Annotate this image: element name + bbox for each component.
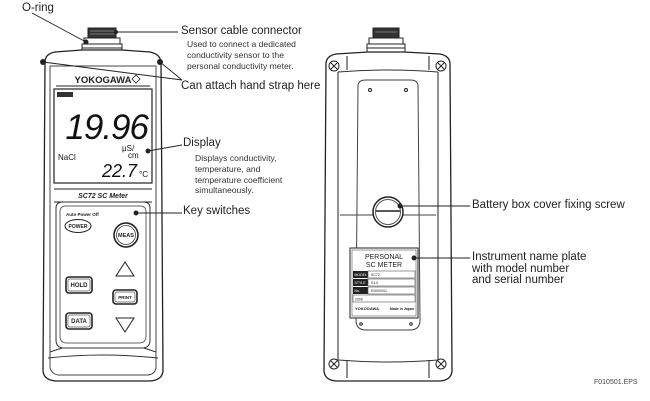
auto-power-off-label: Auto Power Off: [66, 212, 99, 217]
o-ring-label: O-ring: [22, 2, 54, 14]
desc-line: conductivity sensor to the: [187, 49, 284, 60]
svg-text:POWER: POWER: [69, 224, 88, 230]
desc-line: Used to connect a dedicated: [187, 39, 296, 49]
nameplate-row: No. E0000001: [353, 286, 416, 295]
key-switches-label: Key switches: [183, 205, 251, 217]
meas-key[interactable]: MEAS: [113, 222, 139, 248]
label-line: with model number: [472, 262, 570, 275]
hold-key[interactable]: HOLD: [65, 276, 93, 294]
battery-screw-label: Battery box cover fixing screw: [472, 199, 625, 211]
svg-text:PRINT: PRINT: [118, 295, 132, 300]
svg-text:HOLD: HOLD: [71, 283, 89, 289]
svg-text:DATA: DATA: [71, 319, 87, 325]
leader-lines: [31, 12, 470, 261]
sensor-connector-label: Sensor cable connector: [181, 25, 302, 37]
svg-text:MEAS: MEAS: [118, 233, 134, 239]
corner-screw-icon: [328, 60, 340, 72]
sensor-connector-desc: Used to connect a dedicated conductivity…: [187, 39, 296, 71]
nameplate-brand: YOKOGAWA: [355, 306, 379, 311]
name-plate-label: Instrument name plate with model number …: [472, 251, 587, 287]
nameplate-row-value: SC72: [371, 273, 380, 277]
nameplate-row: STYLE S1.0: [353, 278, 416, 287]
nameplate-row-key: STYLE: [355, 281, 367, 285]
label-line: and serial number: [472, 274, 565, 286]
display-label: Display: [183, 137, 221, 149]
figure-id: F010501.EPS: [594, 379, 638, 386]
hand-strap-label: Can attach hand strap here: [181, 80, 321, 92]
front-meter: YOKOGAWA 19.96 μS/ cm NaCl 22.7 °C SC72 …: [40, 27, 164, 382]
print-key[interactable]: PRINT: [112, 289, 138, 305]
display-desc: Displays conductivity, temperature, and …: [195, 153, 282, 196]
nameplate-row-key: MODEL: [355, 273, 368, 277]
lcd-unit-top: μS/: [122, 144, 135, 153]
desc-line: temperature coefficient: [195, 174, 283, 185]
lcd-unit-bottom: cm: [128, 151, 139, 160]
battery-indicator-icon: [57, 92, 73, 97]
lcd-solution-label: NaCl: [58, 153, 76, 162]
lcd-main-value: 19.96: [65, 108, 149, 147]
battery-cover-screw-icon: [372, 196, 404, 228]
brand-diamond-icon: [131, 74, 141, 84]
model-strip: SC72 SC Meter: [78, 193, 129, 200]
up-arrow-key[interactable]: [115, 261, 135, 277]
desc-line: simultaneously.: [195, 185, 254, 196]
corner-screw-icon: [435, 60, 447, 72]
desc-line: personal conductivity meter.: [187, 60, 294, 71]
desc-line: temperature, and: [195, 163, 261, 174]
corner-screw-icon: [435, 358, 447, 370]
sensor-cable-connector: [81, 27, 123, 53]
nameplate-row-value: E0000001: [371, 289, 387, 293]
corner-screw-icon: [328, 358, 340, 370]
power-key[interactable]: POWER: [64, 219, 92, 233]
nameplate-year: 2006: [355, 298, 363, 302]
lcd-temperature: 22.7: [101, 161, 138, 181]
lcd-display: [53, 88, 153, 184]
nameplate-row-value: S1.0: [371, 281, 378, 285]
lcd-temp-unit: °C: [139, 170, 148, 179]
down-arrow-key[interactable]: [115, 317, 135, 333]
nameplate-row-key: No.: [355, 289, 360, 293]
nameplate-title-1: PERSONAL: [365, 254, 403, 261]
front-brand-logo: YOKOGAWA: [74, 75, 131, 86]
data-key[interactable]: DATA: [65, 312, 93, 330]
desc-line: Displays conductivity,: [195, 153, 277, 163]
nameplate-made-in: Made in Japan: [390, 307, 414, 311]
label-line: Instrument name plate: [472, 251, 587, 263]
nameplate-title-2: SC METER: [366, 262, 402, 269]
